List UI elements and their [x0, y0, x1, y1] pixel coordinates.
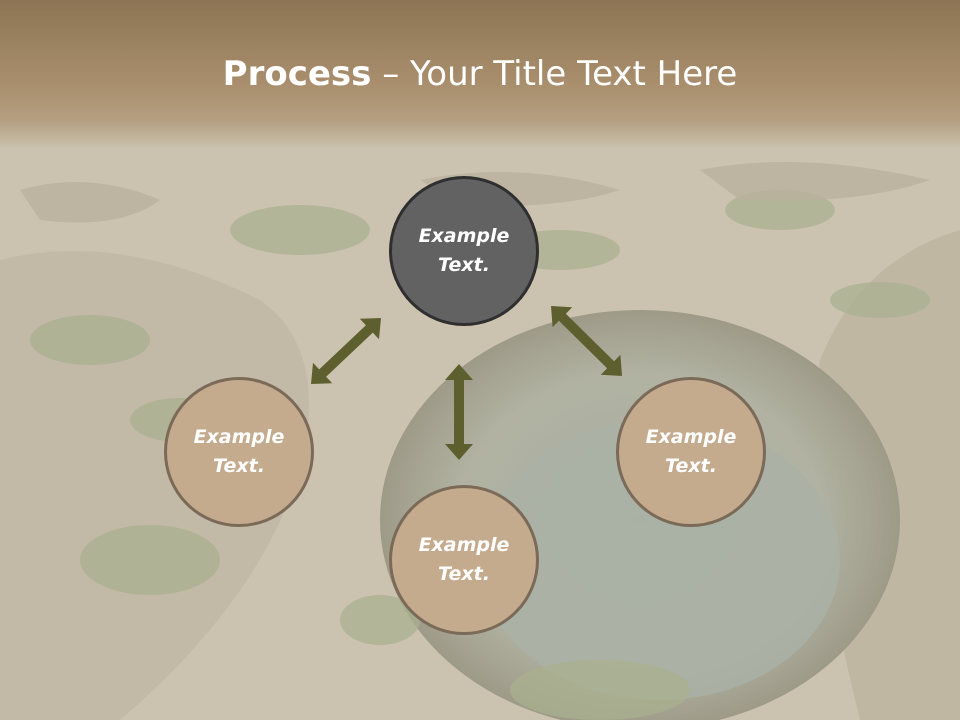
- node-top-label: Example Text.: [418, 225, 510, 276]
- node-right-label: Example Text.: [645, 426, 737, 477]
- node-top: Example Text.: [389, 176, 539, 326]
- title-bold-part: Process: [222, 54, 372, 94]
- node-left: Example Text.: [164, 377, 314, 527]
- node-left-label: Example Text.: [193, 426, 285, 477]
- node-bottom: Example Text.: [389, 485, 539, 635]
- node-bottom-label: Example Text.: [418, 534, 510, 585]
- node-right: Example Text.: [616, 377, 766, 527]
- title-band: [0, 0, 960, 150]
- slide-title: Process – Your Title Text Here: [0, 52, 960, 96]
- title-dash: –: [371, 54, 411, 94]
- title-rest-part: Your Title Text Here: [410, 54, 738, 94]
